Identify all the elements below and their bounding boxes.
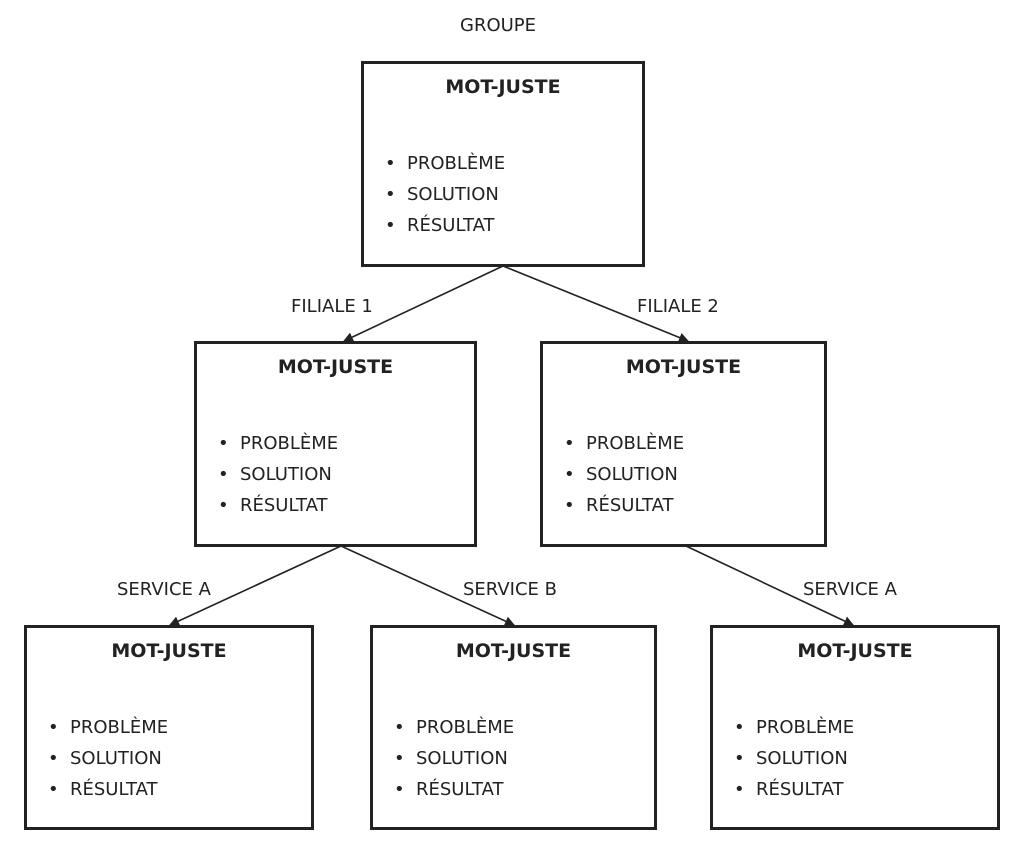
arrow-filiale-1-to-service-b [340,545,515,626]
item-label: RÉSULTAT [586,495,674,516]
item-label: SOLUTION [756,748,848,769]
list-item: • RÉSULTAT [734,774,854,805]
edge-label-service-a-2: SERVICE A [803,579,897,600]
bullet-icon: • [48,717,59,738]
node-title: MOT-JUSTE [445,76,561,98]
bullet-icon: • [734,717,745,738]
list-item: • SOLUTION [48,743,168,774]
bullet-icon: • [564,464,575,485]
bullet-icon: • [385,153,396,174]
node-item-list: • PROBLÈME • SOLUTION • RÉSULTAT [564,428,684,521]
item-label: RÉSULTAT [240,495,328,516]
bullet-icon: • [734,779,745,800]
item-label: SOLUTION [240,464,332,485]
bullet-icon: • [564,495,575,516]
list-item: • PROBLÈME [385,148,505,179]
item-label: PROBLÈME [407,153,506,174]
edge-label-filiale-1: FILIALE 1 [291,296,373,317]
list-item: • PROBLÈME [48,712,168,743]
bullet-icon: • [218,433,229,454]
node-box-filiale-1-service-b: MOT-JUSTE • PROBLÈME • SOLUTION • RÉSULTAT [370,625,657,830]
node-box-filiale-2: MOT-JUSTE • PROBLÈME • SOLUTION • RÉSULTAT [540,341,827,547]
item-label: PROBLÈME [586,433,685,454]
item-label: RÉSULTAT [70,779,158,800]
node-box-groupe: MOT-JUSTE • PROBLÈME • SOLUTION • RÉSULTAT [361,61,645,267]
arrow-filiale-2-to-service-a [685,545,854,626]
bullet-icon: • [218,495,229,516]
bullet-icon: • [394,717,405,738]
list-item: • SOLUTION [394,743,514,774]
bullet-icon: • [385,215,396,236]
edge-label-service-b: SERVICE B [463,579,557,600]
list-item: • SOLUTION [385,179,505,210]
bullet-icon: • [394,779,405,800]
item-label: SOLUTION [586,464,678,485]
node-box-filiale-1-service-a: MOT-JUSTE • PROBLÈME • SOLUTION • RÉSULTAT [24,625,314,830]
list-item: • RÉSULTAT [394,774,514,805]
list-item: • RÉSULTAT [218,490,338,521]
list-item: • PROBLÈME [394,712,514,743]
item-label: SOLUTION [70,748,162,769]
list-item: • RÉSULTAT [48,774,168,805]
node-item-list: • PROBLÈME • SOLUTION • RÉSULTAT [394,712,514,805]
bullet-icon: • [385,184,396,205]
bullet-icon: • [564,433,575,454]
list-item: • RÉSULTAT [564,490,684,521]
item-label: RÉSULTAT [416,779,504,800]
list-item: • RÉSULTAT [385,210,505,241]
item-label: PROBLÈME [240,433,339,454]
list-item: • PROBLÈME [564,428,684,459]
arrow-filiale-1-to-service-a [169,545,342,626]
bullet-icon: • [48,779,59,800]
node-title: MOT-JUSTE [625,356,742,378]
item-label: SOLUTION [407,184,499,205]
list-item: • PROBLÈME [734,712,854,743]
item-label: PROBLÈME [416,717,515,738]
node-box-filiale-1: MOT-JUSTE • PROBLÈME • SOLUTION • RÉSULTAT [194,341,477,547]
arrow-groupe-to-filiale-2 [502,265,689,343]
item-label: PROBLÈME [756,717,855,738]
item-label: RÉSULTAT [407,215,495,236]
list-item: • PROBLÈME [218,428,338,459]
node-item-list: • PROBLÈME • SOLUTION • RÉSULTAT [48,712,168,805]
list-item: • SOLUTION [564,459,684,490]
item-label: PROBLÈME [70,717,169,738]
node-title: MOT-JUSTE [277,356,394,378]
top-label: GROUPE [460,15,537,36]
edge-label-service-a: SERVICE A [117,579,211,600]
node-item-list: • PROBLÈME • SOLUTION • RÉSULTAT [734,712,854,805]
item-label: SOLUTION [416,748,508,769]
node-box-filiale-2-service-a: MOT-JUSTE • PROBLÈME • SOLUTION • RÉSULTAT [710,625,1000,830]
bullet-icon: • [48,748,59,769]
arrow-groupe-to-filiale-1 [343,265,504,342]
node-item-list: • PROBLÈME • SOLUTION • RÉSULTAT [385,148,505,241]
list-item: • SOLUTION [218,459,338,490]
item-label: RÉSULTAT [756,779,844,800]
bullet-icon: • [734,748,745,769]
node-title: MOT-JUSTE [455,640,572,662]
node-title: MOT-JUSTE [111,640,227,662]
edge-label-filiale-2: FILIALE 2 [637,296,719,317]
node-item-list: • PROBLÈME • SOLUTION • RÉSULTAT [218,428,338,521]
bullet-icon: • [218,464,229,485]
bullet-icon: • [394,748,405,769]
list-item: • SOLUTION [734,743,854,774]
node-title: MOT-JUSTE [797,640,913,662]
